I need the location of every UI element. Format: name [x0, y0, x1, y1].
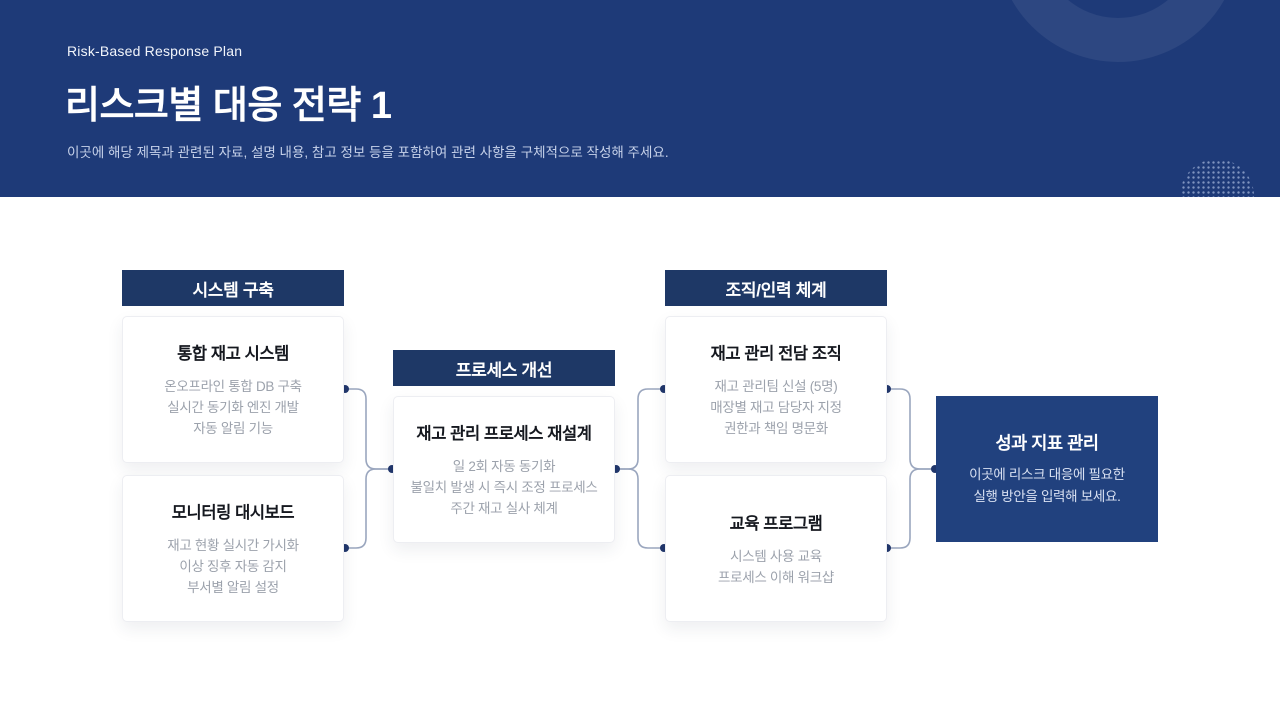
card-line: 자동 알림 기능 — [193, 421, 273, 436]
card-title: 재고 관리 전담 조직 — [710, 345, 842, 363]
card-line: 부서별 알림 설정 — [187, 580, 279, 595]
card-line: 시스템 사용 교육 — [730, 548, 822, 564]
card-line: 불일치 발생 시 즉시 조정 프로세스 — [410, 480, 598, 495]
card-line: 일 2회 자동 동기화 — [452, 459, 556, 474]
card-line: 재고 관리팀 신설 (5명) — [714, 379, 838, 394]
card-line: 온오프라인 통합 DB 구축 — [164, 379, 302, 394]
column-header-system: 시스템 구축 — [122, 270, 344, 306]
card-title: 교육 프로그램 — [729, 514, 823, 533]
column-header-organization: 조직/인력 체계 — [665, 270, 887, 306]
card-line: 이상 징후 자동 감지 — [179, 559, 287, 574]
page-title: 리스크별 대응 전략 1 — [65, 85, 392, 127]
card-title: 재고 관리 프로세스 재설계 — [416, 425, 592, 443]
card-integrated-inventory-system: 통합 재고 시스템 온오프라인 통합 DB 구축 실시간 동기화 엔진 개발 자… — [122, 316, 344, 463]
card-process-redesign: 재고 관리 프로세스 재설계 일 2회 자동 동기화 불일치 발생 시 즉시 조… — [393, 396, 615, 543]
card-training-program: 교육 프로그램 시스템 사용 교육 프로세스 이해 워크샵 — [665, 475, 887, 622]
result-box-performance-metrics: 성과 지표 관리 이곳에 리스크 대응에 필요한 실행 방안을 입력해 보세요. — [936, 396, 1158, 542]
card-line: 권한과 책임 명문화 — [724, 421, 828, 436]
card-line: 프로세스 이해 워크샵 — [718, 569, 834, 585]
result-box-title: 성과 지표 관리 — [995, 433, 1099, 453]
page-subtitle: 이곳에 해당 제목과 관련된 자료, 설명 내용, 참고 정보 등을 포함하여 … — [67, 145, 669, 160]
card-line: 주간 재고 실사 체계 — [450, 501, 558, 516]
result-box-line: 실행 방안을 입력해 보세요. — [973, 489, 1121, 504]
result-box-line: 이곳에 리스크 대응에 필요한 — [969, 467, 1125, 482]
header-band: Risk-Based Response Plan 리스크별 대응 전략 1 이곳… — [0, 0, 1280, 197]
card-title: 통합 재고 시스템 — [177, 345, 289, 363]
card-title: 모니터링 대시보드 — [171, 504, 295, 522]
card-line: 실시간 동기화 엔진 개발 — [167, 400, 299, 415]
card-dedicated-inventory-team: 재고 관리 전담 조직 재고 관리팀 신설 (5명) 매장별 재고 담당자 지정… — [665, 316, 887, 463]
card-line: 매장별 재고 담당자 지정 — [710, 400, 842, 415]
column-header-process: 프로세스 개선 — [393, 350, 615, 386]
eyebrow-label: Risk-Based Response Plan — [67, 43, 243, 59]
dotted-dome-decoration — [1180, 159, 1254, 197]
card-monitoring-dashboard: 모니터링 대시보드 재고 현황 실시간 가시화 이상 징후 자동 감지 부서별 … — [122, 475, 344, 622]
ring-decoration — [996, 0, 1240, 62]
card-line: 재고 현황 실시간 가시화 — [167, 538, 299, 553]
